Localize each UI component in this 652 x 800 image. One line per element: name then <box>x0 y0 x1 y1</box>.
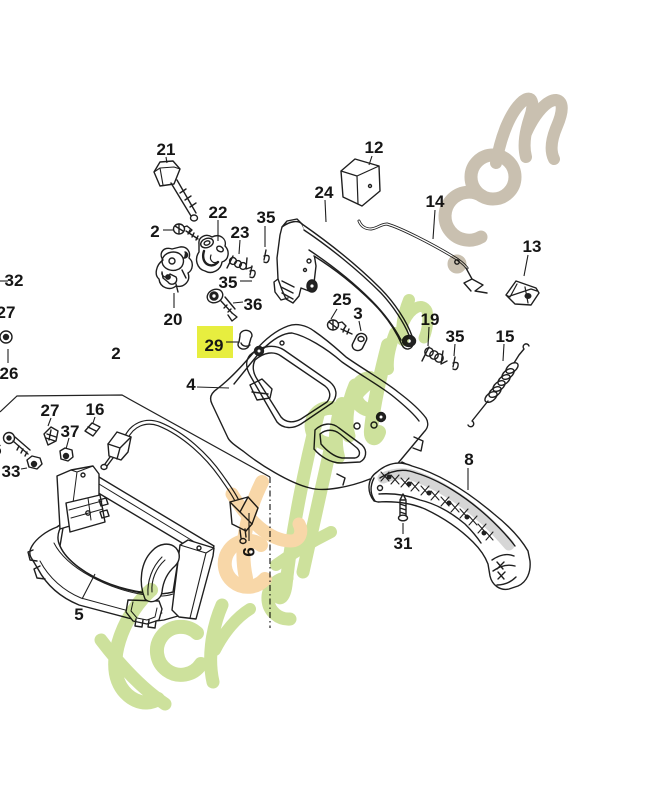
svg-text:31: 31 <box>394 534 413 553</box>
svg-text:2: 2 <box>150 222 159 241</box>
svg-text:35: 35 <box>257 208 276 227</box>
svg-text:13: 13 <box>523 237 542 256</box>
svg-text:12: 12 <box>365 138 384 157</box>
svg-text:27: 27 <box>0 303 15 322</box>
svg-text:22: 22 <box>209 203 228 222</box>
svg-text:33: 33 <box>2 462 21 481</box>
svg-text:15: 15 <box>496 327 515 346</box>
svg-text:35: 35 <box>219 273 238 292</box>
svg-text:2: 2 <box>111 344 120 363</box>
svg-text:5: 5 <box>74 605 83 624</box>
svg-text:26: 26 <box>0 364 18 383</box>
svg-text:36: 36 <box>244 295 263 314</box>
svg-text:16: 16 <box>86 400 105 419</box>
svg-text:27: 27 <box>41 401 60 420</box>
svg-text:35: 35 <box>446 327 465 346</box>
svg-text:24: 24 <box>315 183 334 202</box>
svg-text:23: 23 <box>231 223 250 242</box>
svg-text:25: 25 <box>333 290 352 309</box>
svg-text:6: 6 <box>0 440 2 459</box>
svg-text:14: 14 <box>426 192 445 211</box>
svg-text:3: 3 <box>353 304 362 323</box>
svg-text:32: 32 <box>5 271 24 290</box>
svg-text:4: 4 <box>186 375 196 394</box>
svg-text:37: 37 <box>61 422 80 441</box>
svg-text:21: 21 <box>157 140 176 159</box>
svg-text:20: 20 <box>164 310 183 329</box>
svg-text:29: 29 <box>205 336 224 355</box>
svg-text:8: 8 <box>464 450 473 469</box>
